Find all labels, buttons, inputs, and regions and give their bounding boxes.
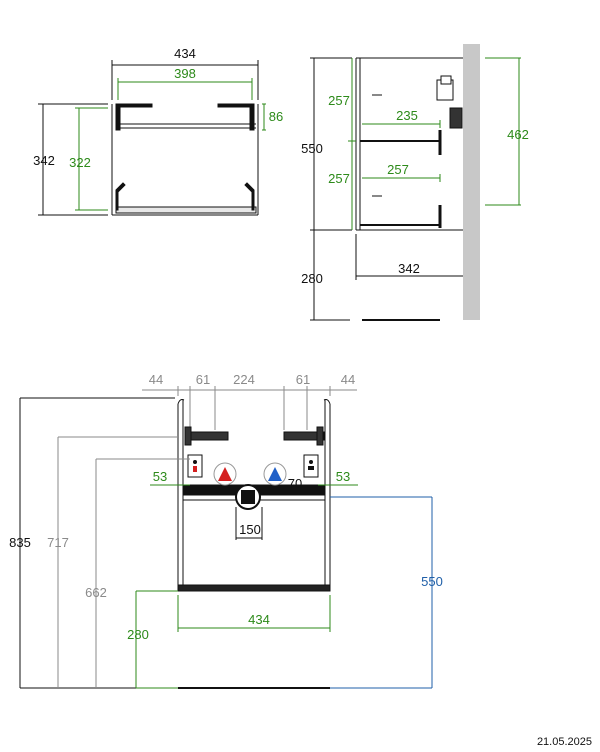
dim-drawer-depth-top: 235: [396, 108, 418, 123]
dim-front-53-left: 53: [153, 469, 167, 484]
dim-front-53-right: 53: [336, 469, 350, 484]
dim-depth-inner: 322: [69, 155, 91, 170]
dim-bracket: 86: [269, 109, 283, 124]
dim-front-44-right: 44: [341, 372, 355, 387]
dim-depth-outer: 342: [33, 153, 55, 168]
dim-front-70: 70: [288, 476, 302, 491]
drawing-date: 21.05.2025: [536, 736, 592, 748]
dim-front-61-right: 61: [296, 372, 310, 387]
dim-front-662: 662: [85, 585, 107, 600]
wall-hook-right-icon: [303, 454, 319, 478]
dim-side-height: 550: [301, 141, 323, 156]
dim-width-inner: 398: [174, 66, 196, 81]
side-view: 550 280 257 257 235 257 46: [301, 44, 529, 321]
hot-water-icon: [213, 462, 237, 486]
drain-icon: [235, 484, 261, 510]
hanging-bracket-icon: [436, 75, 463, 129]
dim-width-outer: 434: [174, 46, 196, 61]
wall: [463, 44, 480, 320]
dim-drawer-height-bottom: 257: [328, 171, 350, 186]
top-view: 434 398 342 322 86: [33, 46, 283, 216]
front-view: 44 61 224 61 44: [9, 372, 443, 689]
side-view-cabinet: [355, 57, 463, 231]
dim-front-434: 434: [248, 612, 270, 627]
dim-front-835: 835: [9, 535, 31, 550]
dim-front-150: 150: [239, 522, 261, 537]
dim-front-280: 280: [127, 627, 149, 642]
dim-front-61-left: 61: [196, 372, 210, 387]
cold-water-icon: [263, 462, 287, 486]
rail-brackets: [184, 426, 325, 446]
top-view-cabinet: [111, 103, 259, 216]
dim-front-44-left: 44: [149, 372, 163, 387]
wall-hook-left-icon: [187, 454, 203, 478]
dim-drawer-height-top: 257: [328, 93, 350, 108]
dim-side-depth: 342: [398, 261, 420, 276]
dim-front-224: 224: [233, 372, 255, 387]
dim-floor-clearance: 280: [301, 271, 323, 286]
dim-mount-span: 462: [507, 127, 529, 142]
dim-drawer-depth-bottom: 257: [387, 162, 409, 177]
dim-front-550: 550: [421, 574, 443, 589]
dim-front-717: 717: [47, 535, 69, 550]
